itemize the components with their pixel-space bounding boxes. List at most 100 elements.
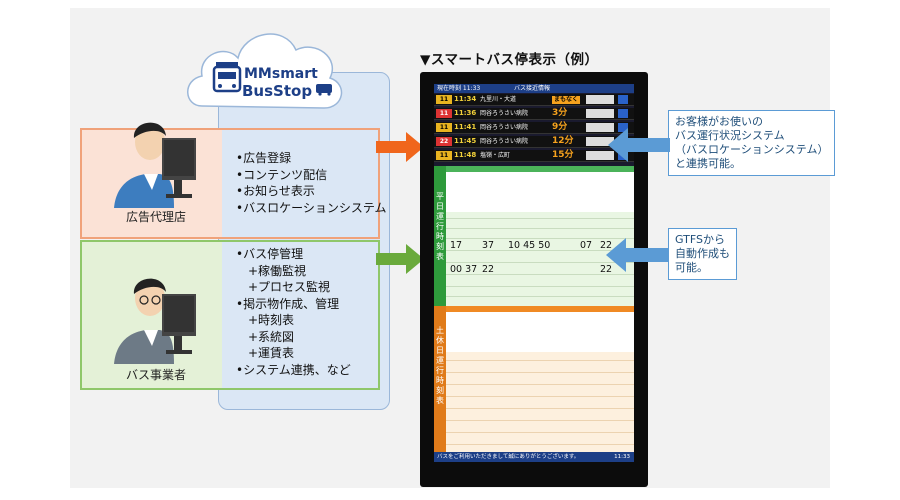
approach-title: バス接近情報 xyxy=(514,85,551,92)
row-divider xyxy=(446,250,634,251)
operator-item: +運賃表 xyxy=(236,346,295,360)
operator-item: •掲示物作成、管理 xyxy=(236,296,340,311)
minutes-left: 9分 xyxy=(552,122,568,132)
bus-stop-icon xyxy=(212,62,242,93)
display-heading: ▼スマートバス停表示（例） xyxy=(420,52,599,68)
departure-time: 11:48 xyxy=(454,151,477,159)
approach-row: 11 11:48 塩嶺・広町 15分 xyxy=(434,150,634,162)
row-divider xyxy=(446,360,634,361)
approach-row: 11 11:36 岡谷ろうさい病院 3分 xyxy=(434,108,634,120)
weekday-header-bar xyxy=(446,166,634,172)
fare-panel xyxy=(586,109,614,118)
departure-time: 11:36 xyxy=(454,109,477,117)
row-divider xyxy=(446,262,634,263)
footer-message: バスをご利用いただきまして誠にありがとうございます。 xyxy=(437,454,580,460)
green-arrow xyxy=(376,244,424,274)
signage-screen: 現在時刻 11:33 バス接近情報 11 11:34 九里川・大道 まもなく 1… xyxy=(434,84,634,462)
accessible-icon xyxy=(618,123,628,132)
destination: 岡谷ろうさい病院 xyxy=(480,124,529,131)
operator-item: +時刻表 xyxy=(236,313,295,327)
weekday-minute: 22 xyxy=(600,264,613,275)
holiday-side-label: 土休日 運行時刻表 xyxy=(434,306,446,452)
footer-clock: 11:33 xyxy=(614,454,630,460)
route-badge: 11 xyxy=(436,151,452,160)
row-divider xyxy=(446,218,634,219)
current-time-label: 現在時刻 11:33 xyxy=(437,85,481,92)
weekday-minute: 17 xyxy=(450,240,463,251)
fare-panel xyxy=(586,123,614,132)
weekday-minute: 07 xyxy=(580,240,593,251)
row-divider xyxy=(446,396,634,397)
departure-time: 11:45 xyxy=(454,137,477,145)
agency-item: •広告登録 xyxy=(236,151,292,165)
minutes-left: 12分 xyxy=(552,136,574,146)
callout-line: 自動作成も xyxy=(675,247,730,260)
operator-list: •バス停管理 +稼働監視 +プロセス監視 •掲示物作成、管理 +時刻表 +系統図… xyxy=(236,246,351,378)
callout-line: GTFSから xyxy=(675,233,725,246)
holiday-route-columns xyxy=(446,312,634,352)
operator-item: +系統図 xyxy=(236,329,295,344)
callout-line: バス運行状況システム xyxy=(675,129,785,142)
fare-panel xyxy=(586,137,614,146)
logo-line1: MMsmart xyxy=(244,66,318,82)
agency-item: •コンテンツ配信 xyxy=(236,167,328,182)
approach-row: 22 11:45 岡谷ろうさい病院 12分 xyxy=(434,136,634,148)
destination: 塩嶺・広町 xyxy=(480,152,511,159)
gtfs-callout: GTFSから 自動作成も 可能。 xyxy=(668,228,737,280)
row-divider xyxy=(446,274,634,275)
weekday-minute: 00 37 xyxy=(450,264,478,275)
row-divider xyxy=(446,408,634,409)
approach-panel: 現在時刻 11:33 バス接近情報 11 11:34 九里川・大道 まもなく 1… xyxy=(434,84,634,166)
row-divider xyxy=(446,384,634,385)
weekday-minute: 37 xyxy=(482,240,495,251)
callout-line: と連携可能。 xyxy=(675,157,741,170)
agency-item: •お知らせ表示 xyxy=(236,184,315,198)
route-badge: 22 xyxy=(436,137,452,146)
weekday-minute: 10 45 50 xyxy=(508,240,551,251)
row-divider xyxy=(446,444,634,445)
holiday-header-bar xyxy=(446,306,634,312)
bus-location-callout: お客様がお使いの バス運行状況システム （バスロケーションシステム） と連携可能… xyxy=(668,110,836,176)
row-divider xyxy=(446,420,634,421)
callout-line: （バスロケーションシステム） xyxy=(675,143,829,156)
orange-arrow xyxy=(376,132,424,162)
weekday-timetable: 平日 運行時刻表 17 37 10 45 50 07 22 00 37 22 2… xyxy=(434,166,634,306)
agency-item: •バスロケーションシステム xyxy=(236,200,387,215)
destination: 九里川・大道 xyxy=(480,96,517,103)
operator-label: バス事業者 xyxy=(126,368,187,382)
departure-time: 11:34 xyxy=(454,95,477,103)
agency-list: •広告登録 •コンテンツ配信 •お知らせ表示 •バスロケーションシステム xyxy=(236,150,386,216)
destination: 岡谷ろうさい病院 xyxy=(480,138,529,145)
approach-row: 11 11:34 九里川・大道 まもなく xyxy=(434,94,634,106)
departure-time: 11:41 xyxy=(454,123,477,131)
weekday-minute: 22 xyxy=(482,264,495,275)
row-divider xyxy=(446,228,634,229)
agency-person-icon xyxy=(114,122,196,208)
logo-line2: BusStop xyxy=(242,82,312,100)
blue-arrow-gtfs xyxy=(606,238,668,272)
route-badge: 11 xyxy=(436,123,452,132)
destination: 岡谷ろうさい病院 xyxy=(480,110,529,117)
row-divider xyxy=(446,372,634,373)
holiday-label: 土休日 運行時刻表 xyxy=(436,326,444,405)
fare-panel xyxy=(586,151,614,160)
row-divider xyxy=(446,238,634,239)
operator-item: •システム連携、など xyxy=(236,362,351,377)
accessible-icon xyxy=(618,95,628,104)
cloud-logo: MMsmart BusStop xyxy=(187,33,343,109)
operator-item: +稼働監視 xyxy=(236,263,307,278)
blue-arrow-location xyxy=(608,128,670,162)
accessible-icon xyxy=(618,109,628,118)
operator-person-icon xyxy=(114,278,196,364)
weekday-label: 平日 運行時刻表 xyxy=(436,192,444,261)
row-divider xyxy=(446,286,634,287)
callout-line: 可能。 xyxy=(675,261,708,274)
holiday-timetable: 土休日 運行時刻表 xyxy=(434,306,634,452)
fare-panel xyxy=(586,95,614,104)
row-divider xyxy=(446,432,634,433)
minutes-left: 15分 xyxy=(552,150,574,160)
approach-row: 11 11:41 岡谷ろうさい病院 9分 xyxy=(434,122,634,134)
approach-header: 現在時刻 11:33 バス接近情報 xyxy=(434,84,634,93)
weekday-minute: 22 xyxy=(600,240,613,251)
